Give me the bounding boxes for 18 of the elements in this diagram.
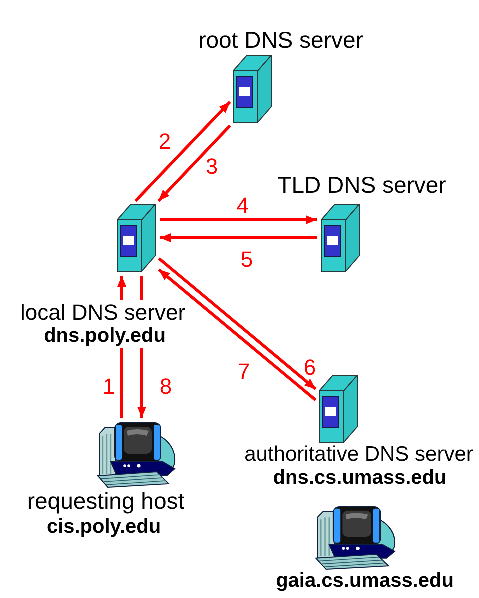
step-number: 3: [206, 156, 218, 178]
arrow: [160, 216, 317, 224]
device-caption: local DNS server: [20, 300, 186, 326]
hostname: cis.poly.edu: [46, 516, 162, 539]
step-number: 7: [238, 361, 250, 383]
step-number: 6: [304, 357, 316, 379]
step-number: 2: [158, 131, 172, 153]
hostname: dns.poly.edu: [44, 325, 166, 348]
step-number: 5: [240, 249, 254, 271]
arrow: [158, 124, 232, 202]
step-number: 4: [236, 195, 250, 217]
hostname: gaia.cs.umass.edu: [276, 570, 454, 593]
arrow: [134, 101, 232, 202]
arrow: [158, 257, 317, 391]
step-number: 1: [102, 376, 116, 398]
arrow: [160, 234, 317, 242]
step-number: 8: [160, 376, 172, 398]
arrow: [158, 268, 317, 402]
